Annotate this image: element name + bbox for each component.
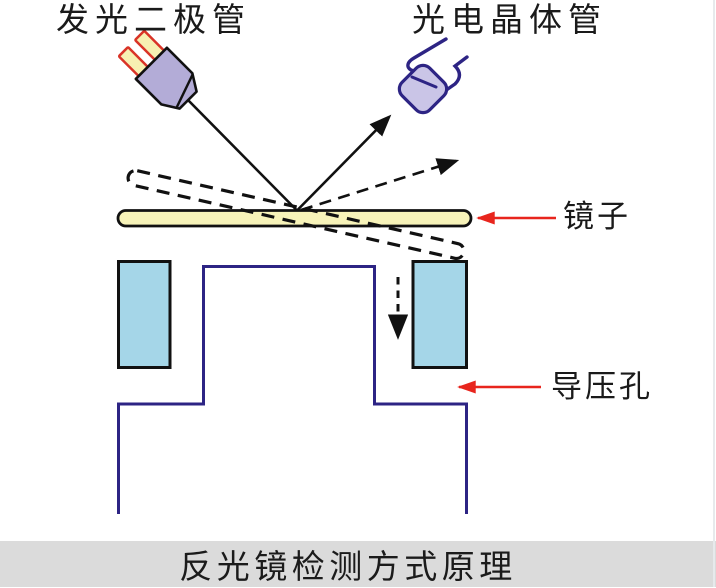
- phototransistor-inner-line: [410, 75, 438, 89]
- tilted-mirror-outline: [126, 168, 466, 261]
- tilted-reflected-ray: [300, 158, 460, 212]
- phototransistor-body: [397, 63, 449, 115]
- mirror-label: 镜子: [563, 199, 631, 234]
- led-label: 发光二极管: [56, 1, 251, 38]
- caption-bar: 反光镜检测方式原理: [0, 541, 716, 587]
- reflected-ray: [296, 114, 392, 212]
- phototransistor-label: 光电晶体管: [412, 1, 607, 38]
- caption-title: 反光镜检测方式原理: [179, 548, 517, 585]
- port-window-left: [117, 260, 172, 369]
- phototransistor-lead-top: [406, 37, 448, 75]
- pressure-port-outline: [117, 265, 468, 514]
- incident-ray: [186, 98, 298, 212]
- phototransistor-lead-right: [440, 55, 469, 95]
- led-body: [134, 46, 198, 110]
- port-window-right: [411, 260, 468, 369]
- right-edge-divider: [713, 0, 715, 587]
- led-icon: [117, 29, 198, 110]
- led-facet-line: [175, 73, 194, 108]
- mirror-shape: [116, 209, 473, 228]
- pressure-hole-label: 导压孔: [551, 369, 653, 404]
- phototransistor-icon: [397, 37, 469, 115]
